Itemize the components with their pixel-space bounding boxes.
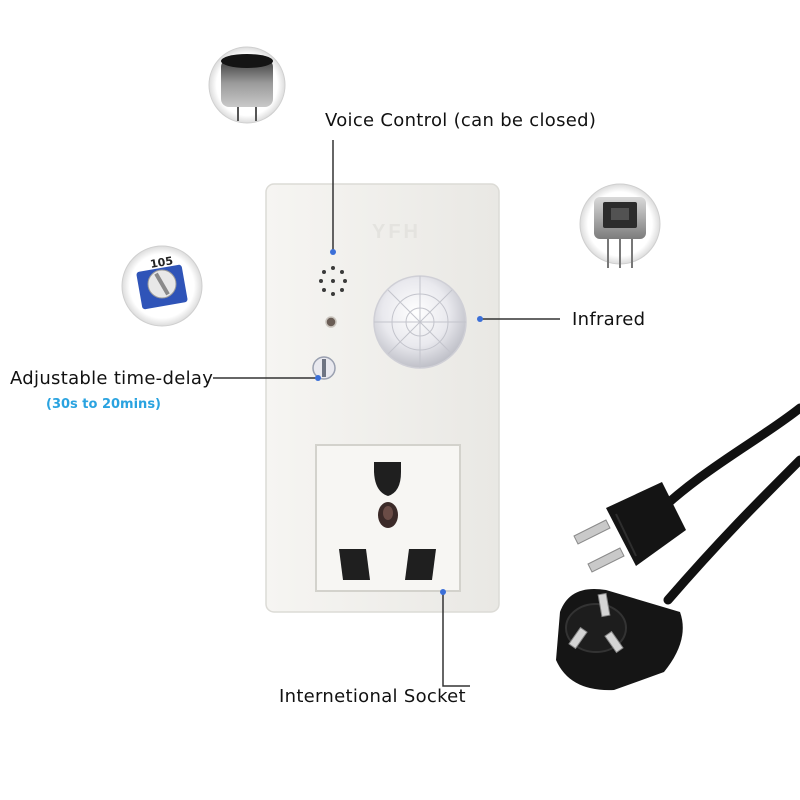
pir-sensor-component-inset	[579, 183, 661, 268]
pir-sensor-dome	[373, 275, 467, 369]
microphone-holes	[319, 266, 347, 296]
device-brand-text: YFH	[372, 221, 421, 243]
smart-socket-device: YFH	[265, 183, 500, 613]
universal-socket-face	[315, 444, 461, 592]
three-pin-plug	[556, 588, 683, 691]
infrared-label: Infrared	[572, 309, 646, 330]
voice-control-label: Voice Control (can be closed)	[325, 110, 597, 131]
time-delay-label: Adjustable time-delay	[10, 368, 214, 389]
time-delay-range-label: (30s to 20mins)	[46, 397, 161, 412]
leader-dots	[315, 249, 483, 595]
potentiometer-component-inset: 105	[121, 245, 203, 327]
time-delay-knob	[312, 356, 336, 380]
leader-lines	[213, 140, 560, 687]
indicator-led	[325, 316, 337, 328]
two-pin-plug	[573, 482, 686, 573]
leader-socket	[442, 592, 470, 687]
potentiometer-marking: 105	[149, 254, 174, 271]
microphone-component-inset	[208, 46, 286, 124]
socket-label: Internetional Socket	[279, 686, 466, 707]
